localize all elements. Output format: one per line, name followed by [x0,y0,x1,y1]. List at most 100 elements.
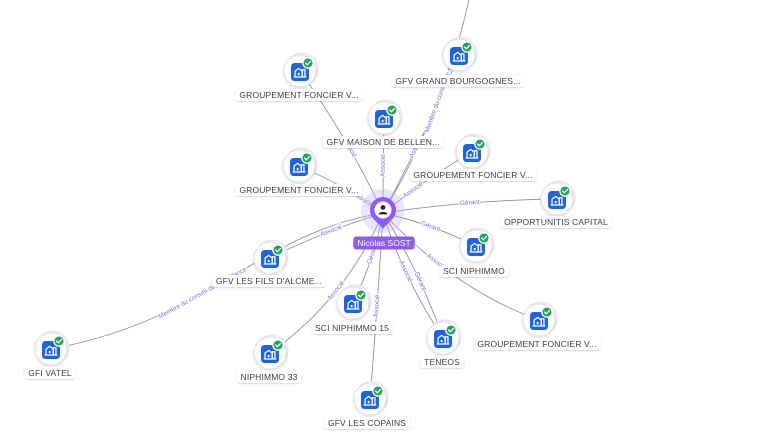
check-badge-icon [445,324,457,336]
relation-edge [382,212,540,321]
company-node[interactable] [253,334,289,370]
company-node[interactable] [459,227,495,263]
company-label[interactable]: GFV LES FILS D'ALCME... [211,275,327,287]
company-label[interactable]: GFV LES COPAINS [323,417,410,429]
badge-circle [272,339,284,351]
label-background [322,136,444,148]
person-icon-body [378,211,388,215]
relation-label: Membre du conseil de surveillance [157,266,248,321]
company-label[interactable]: NIPHIMMO 33 [236,371,302,383]
company-node[interactable] [283,52,319,88]
check-mark [274,342,282,348]
company-name: GROUPEMENT FONCIER V... [239,185,358,195]
company-name: GFV LES COPAINS [328,418,406,428]
company-label[interactable]: GFV MAISON DE BELLEN... [322,136,444,148]
check-mark [274,247,282,253]
company-name: NIPHIMMO 33 [241,372,298,382]
check-mark [476,141,484,147]
company-label[interactable]: GFI VATEL [24,367,76,379]
label-background [24,367,76,379]
company-label[interactable]: OPPORTUNITIS CAPITAL [500,216,612,228]
company-name: GFV LES FILS D'ALCME... [216,276,322,286]
label-background [235,89,363,101]
company-node[interactable] [367,99,403,135]
label-background [439,265,509,277]
label-background [236,371,302,383]
label-background [311,322,393,334]
check-badge-icon [386,104,398,116]
check-badge-icon [302,57,314,69]
badge-circle [386,104,398,116]
person-label[interactable]: Nicolas SOST [353,236,415,250]
company-node[interactable] [253,239,289,275]
badge-circle [301,152,313,164]
check-mark [374,388,382,394]
check-badge-icon [53,335,65,347]
company-name: SCI NIPHIMMO 15 [315,323,389,333]
relation-label: Gérant [420,220,441,233]
badge-circle [478,232,490,244]
company-label[interactable]: TENEOS [420,356,464,368]
company-name: GFV GRAND BOURGOGNES... [395,76,520,86]
company-label[interactable]: SCI NIPHIMMO [439,265,509,277]
person-icon-head [380,205,386,210]
check-mark [447,327,455,333]
check-badge-icon [474,138,486,150]
check-badge-icon [478,232,490,244]
company-node[interactable] [455,133,491,169]
pin-inner-circle [374,201,392,219]
label-background [473,338,601,350]
check-badge-icon [559,185,571,197]
check-mark [304,60,312,66]
relation-edge [382,54,460,214]
badge-circle [302,57,314,69]
badge-circle [541,306,553,318]
relation-label: Associé [380,154,387,177]
company-node[interactable] [540,180,576,216]
check-badge-icon [272,244,284,256]
check-mark [561,188,569,194]
person-name: Nicolas SOST [357,238,410,248]
company-name: GROUPEMENT FONCIER V... [477,339,596,349]
badge-circle [461,41,473,53]
company-node[interactable] [282,147,318,183]
company-node[interactable] [336,284,372,320]
company-name: SCI NIPHIMMO [443,266,505,276]
company-name: OPPORTUNITIS CAPITAL [504,217,608,227]
relation-edge [382,212,444,339]
company-label[interactable]: GROUPEMENT FONCIER V... [409,169,537,181]
company-name: TENEOS [424,357,460,367]
company-label[interactable]: GROUPEMENT FONCIER V... [235,89,363,101]
person-node[interactable] [361,189,405,233]
check-mark [463,44,471,50]
badge-circle [559,185,571,197]
company-name: GROUPEMENT FONCIER V... [239,90,358,100]
check-mark [480,235,488,241]
company-label[interactable]: GROUPEMENT FONCIER V... [235,184,363,196]
company-name: GFI VATEL [28,368,72,378]
company-label[interactable]: GFV GRAND BOURGOGNES... [391,75,525,87]
check-mark [388,107,396,113]
badge-circle [474,138,486,150]
company-node[interactable] [353,380,389,416]
company-node[interactable] [442,36,478,72]
company-node[interactable] [34,330,70,366]
label-background [235,184,363,196]
relation-label: Gérant [460,199,481,208]
company-nodes-layer [34,36,576,416]
company-label[interactable]: SCI NIPHIMMO 15 [311,322,393,334]
relation-label: Associé [402,180,425,199]
check-mark [357,292,365,298]
badge-circle [372,385,384,397]
relation-edge [369,212,384,400]
relation-edge [269,212,384,354]
company-name: GFV MAISON DE BELLEN... [326,137,439,147]
check-badge-icon [355,289,367,301]
badge-circle [272,244,284,256]
company-label[interactable]: GROUPEMENT FONCIER V... [473,338,601,350]
company-node[interactable] [426,319,462,355]
company-node[interactable] [522,301,558,337]
badge-circle [445,324,457,336]
relation-edge [382,212,444,339]
label-background [409,169,537,181]
